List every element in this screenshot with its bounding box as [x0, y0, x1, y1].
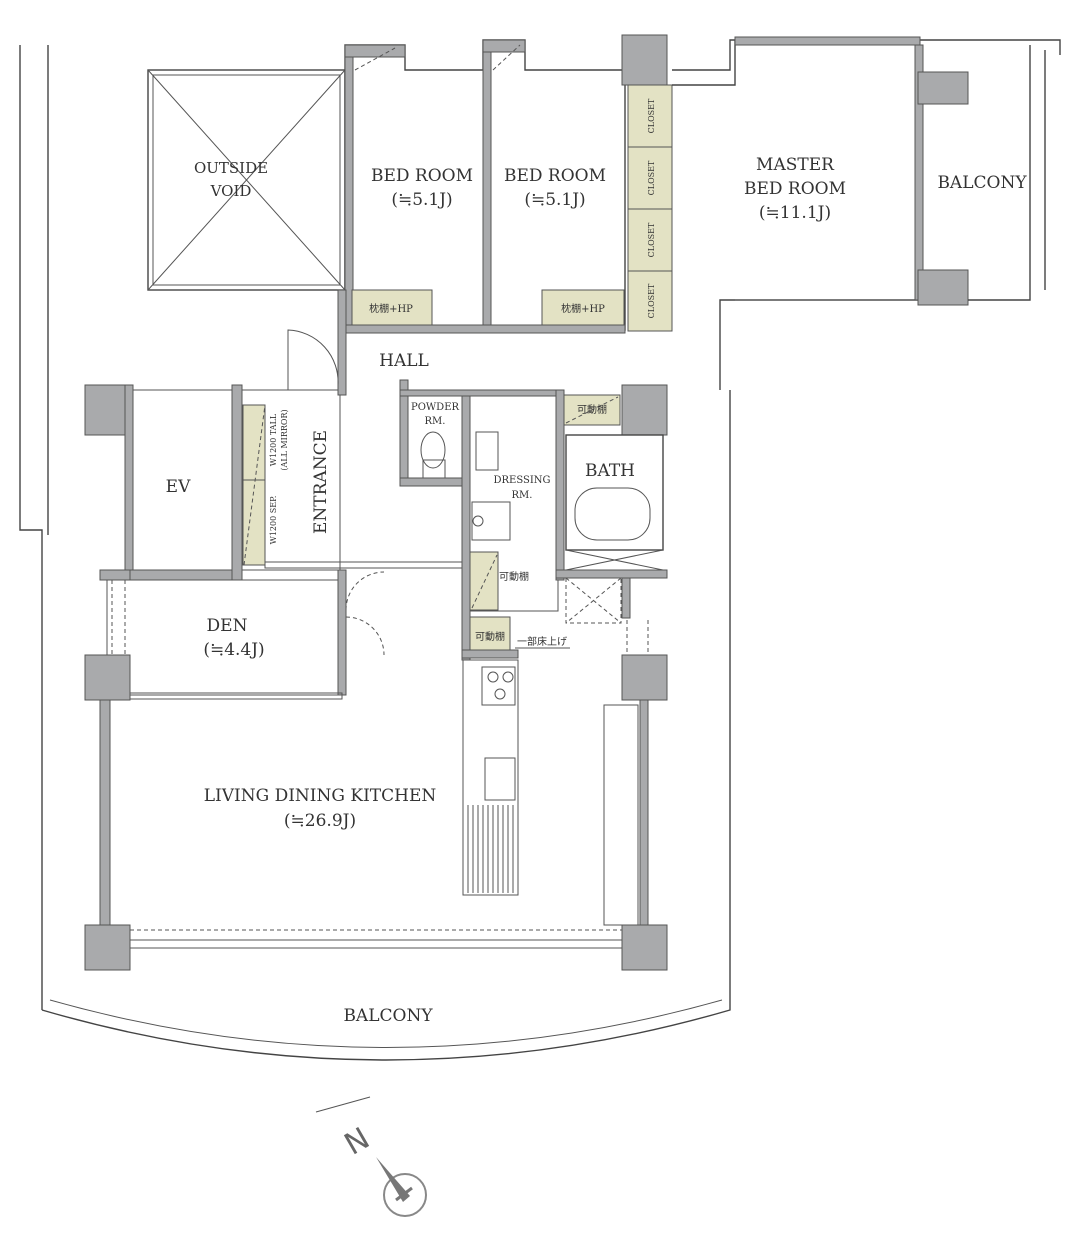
- bath-label: BATH: [585, 461, 635, 481]
- movable-shelf-label-2: 可動棚: [499, 570, 529, 583]
- movable-shelf-label-3: 可動棚: [475, 630, 505, 643]
- bed-room-1-label: BED ROOM: [371, 166, 473, 186]
- pillow-shelf-2-label: 枕棚+HP: [561, 302, 605, 315]
- closet-label-1: CLOSET: [647, 98, 656, 133]
- fixture-labels: CLOSET CLOSET CLOSET CLOSET 枕棚+HP 枕棚+HP …: [269, 98, 656, 648]
- den-size: (≒4.4J): [203, 640, 264, 660]
- master-bed-room-label-2: BED ROOM: [744, 179, 846, 199]
- north-arrow-icon: [376, 1157, 410, 1202]
- bed-room-2-label: BED ROOM: [504, 166, 606, 186]
- powder-rm-label-1: POWDER: [411, 402, 460, 413]
- balcony-bottom-label: BALCONY: [343, 1006, 433, 1026]
- closet-label-4: CLOSET: [647, 283, 656, 318]
- master-block: [672, 36, 1061, 390]
- ev-shaft: [84, 384, 243, 581]
- movable-shelf-label-1: 可動棚: [577, 403, 607, 416]
- pillow-shelf-2: [541, 289, 625, 326]
- master-bed-room-size: (≒11.1J): [759, 203, 831, 223]
- outside-void-label-2: VOID: [210, 182, 252, 200]
- north-compass: N: [315, 1096, 427, 1217]
- closet-label-2: CLOSET: [647, 160, 656, 195]
- hall-label: HALL: [379, 351, 429, 371]
- outer-boundary: [19, 45, 731, 1061]
- pillow-shelf-1: [351, 289, 433, 326]
- entrance-label: ENTRANCE: [311, 430, 331, 534]
- bedrooms-block: [344, 39, 626, 334]
- bed-room-1-size: (≒5.1J): [391, 190, 452, 210]
- bath-area: [555, 384, 668, 660]
- pillow-shelf-1-label: 枕棚+HP: [369, 302, 413, 315]
- outside-void-label-1: OUTSIDE: [194, 159, 268, 177]
- wet-areas: [399, 379, 570, 661]
- outside-void: [147, 69, 346, 291]
- ldk-label: LIVING DINING KITCHEN: [204, 786, 437, 806]
- raised-floor-label: 一部床上げ: [517, 635, 567, 648]
- ldk-size: (≒26.9J): [284, 811, 356, 831]
- shoe-tall-label-2: (ALL MIRROR): [280, 409, 289, 470]
- dressing-rm-label-2: RM.: [512, 490, 533, 501]
- den-label: DEN: [207, 616, 248, 636]
- north-label: N: [339, 1121, 376, 1163]
- powder-rm-label-2: RM.: [425, 416, 446, 427]
- room-labels: OUTSIDE VOID BED ROOM (≒5.1J) BED ROOM (…: [166, 155, 1028, 1026]
- shoe-sep-label: W1200 SEP.: [269, 496, 278, 545]
- closet-label-3: CLOSET: [647, 222, 656, 257]
- ldk: [84, 654, 668, 971]
- shoe-tall-label-1: W1200 TALL: [269, 413, 278, 466]
- balcony-right-label: BALCONY: [937, 173, 1027, 193]
- closets: [621, 34, 673, 332]
- master-bed-room-label-1: MASTER: [756, 155, 835, 175]
- dressing-rm-label-1: DRESSING: [493, 475, 550, 486]
- den: [84, 569, 385, 701]
- ev-label: EV: [166, 477, 191, 497]
- entrance: [241, 289, 466, 571]
- bed-room-2-size: (≒5.1J): [524, 190, 585, 210]
